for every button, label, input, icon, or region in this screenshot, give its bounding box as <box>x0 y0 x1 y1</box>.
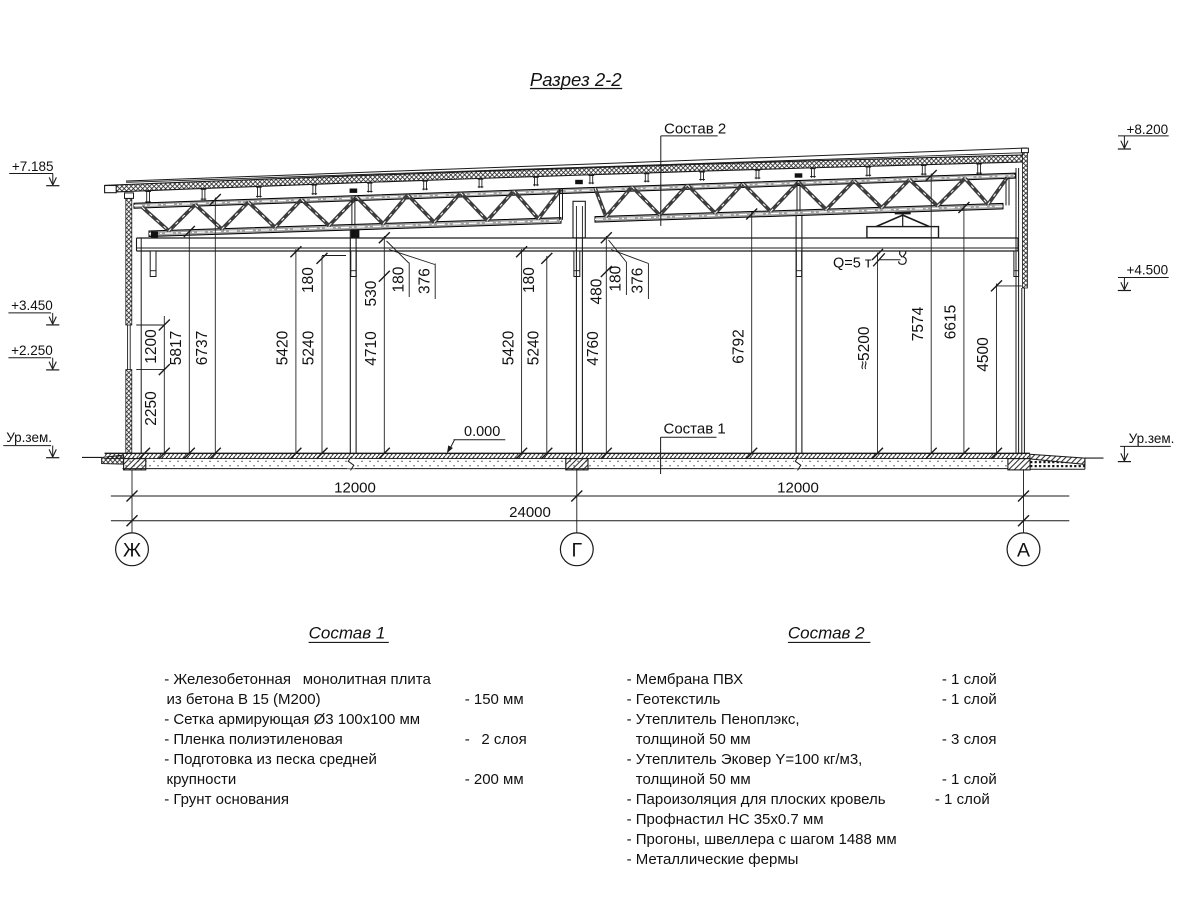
svg-text:6737: 6737 <box>194 331 211 365</box>
svg-text:376: 376 <box>417 268 434 294</box>
svg-text:≈5200: ≈5200 <box>856 326 873 369</box>
svg-text:2250: 2250 <box>143 391 160 426</box>
svg-text:Разрез 2-2: Разрез 2-2 <box>530 69 622 90</box>
svg-text:- Пленка полиэтиленовая: - Пленка полиэтиленовая <box>164 731 343 748</box>
svg-text:крупности: крупности <box>167 771 237 788</box>
svg-text:- Подготовка из песка средней: - Подготовка из песка средней <box>164 751 377 768</box>
svg-text:- Геотекстиль: - Геотекстиль <box>627 691 721 708</box>
svg-text:- Утеплитель Эковер Y=100 кг/м: - Утеплитель Эковер Y=100 кг/м3, <box>627 751 863 768</box>
svg-text:А: А <box>1017 539 1030 561</box>
svg-text:0.000: 0.000 <box>464 424 500 440</box>
svg-text:+8.200: +8.200 <box>1127 122 1169 137</box>
svg-text:Состав 2: Состав 2 <box>664 120 726 137</box>
svg-text:376: 376 <box>630 268 647 294</box>
svg-text:1200: 1200 <box>143 329 160 364</box>
svg-text:4710: 4710 <box>363 331 380 366</box>
svg-text:из бетона В 15 (М200): из бетона В 15 (М200) <box>167 691 321 708</box>
svg-text:- 1 слой: - 1 слой <box>935 791 990 808</box>
svg-text:530: 530 <box>363 280 380 306</box>
svg-text:- Сетка армирующая Ø3 100х100: - Сетка армирующая Ø3 100х100 мм <box>164 711 420 728</box>
svg-text:Состав 1: Состав 1 <box>309 624 386 643</box>
svg-text:Состав 2: Состав 2 <box>788 624 865 643</box>
svg-text:толщиной 50 мм: толщиной 50 мм <box>636 731 751 748</box>
svg-text:5240: 5240 <box>301 330 318 365</box>
svg-text:180: 180 <box>300 267 317 293</box>
svg-text:Г: Г <box>572 539 583 561</box>
svg-text:Ур.зем.: Ур.зем. <box>1129 431 1175 446</box>
svg-text:- 3 слоя: - 3 слоя <box>942 731 997 748</box>
svg-text:- Грунт основания: - Грунт основания <box>164 791 289 808</box>
svg-text:- Железобетонная монолитная п: - Железобетонная монолитная плита <box>164 671 431 688</box>
svg-text:- Утеплитель Пеноплэкс,: - Утеплитель Пеноплэкс, <box>627 711 800 728</box>
svg-text:- 150 мм: - 150 мм <box>465 691 524 708</box>
svg-text:+4.500: +4.500 <box>1127 263 1169 278</box>
svg-text:5420: 5420 <box>500 330 517 365</box>
svg-text:- Профнастил НС 35х0.7 мм: - Профнастил НС 35х0.7 мм <box>627 811 824 828</box>
svg-text:толщиной 50 мм: толщиной 50 мм <box>636 771 751 788</box>
svg-text:5817: 5817 <box>168 331 185 365</box>
svg-text:180: 180 <box>521 267 538 293</box>
svg-text:- Пароизоляция для плоских кро: - Пароизоляция для плоских кровель <box>627 791 886 808</box>
svg-text:- 2 слоя: - 2 слоя <box>465 731 527 748</box>
svg-text:480: 480 <box>589 278 606 304</box>
svg-text:- 1 слой: - 1 слой <box>942 671 997 688</box>
svg-text:- Прогоны, швеллера с шагом 14: - Прогоны, швеллера с шагом 1488 мм <box>627 831 897 848</box>
svg-text:180: 180 <box>391 266 408 292</box>
svg-text:+2.250: +2.250 <box>11 343 53 358</box>
svg-text:Ур.зем.: Ур.зем. <box>6 430 52 445</box>
svg-text:- Мембрана ПВХ: - Мембрана ПВХ <box>627 671 744 688</box>
svg-text:- 1 слой: - 1 слой <box>942 691 997 708</box>
svg-text:5240: 5240 <box>526 330 543 365</box>
svg-text:+7.185: +7.185 <box>12 159 54 174</box>
svg-text:6615: 6615 <box>943 305 960 339</box>
svg-text:4760: 4760 <box>585 331 602 366</box>
svg-text:Q=5 т: Q=5 т <box>833 256 872 272</box>
svg-text:12000: 12000 <box>334 479 376 496</box>
svg-text:4500: 4500 <box>975 337 992 372</box>
svg-text:Состав 1: Состав 1 <box>664 421 726 438</box>
svg-text:12000: 12000 <box>777 479 819 496</box>
svg-text:- 1 слой: - 1 слой <box>942 771 997 788</box>
svg-text:Ж: Ж <box>123 539 141 561</box>
svg-text:180: 180 <box>608 265 625 291</box>
svg-text:6792: 6792 <box>730 329 747 363</box>
svg-text:+3.450: +3.450 <box>11 298 53 313</box>
svg-text:7574: 7574 <box>910 306 927 341</box>
svg-text:24000: 24000 <box>509 504 551 521</box>
svg-text:- 200 мм: - 200 мм <box>465 771 524 788</box>
svg-text:5420: 5420 <box>275 330 292 365</box>
svg-text:- Металлические фермы: - Металлические фермы <box>627 851 799 868</box>
